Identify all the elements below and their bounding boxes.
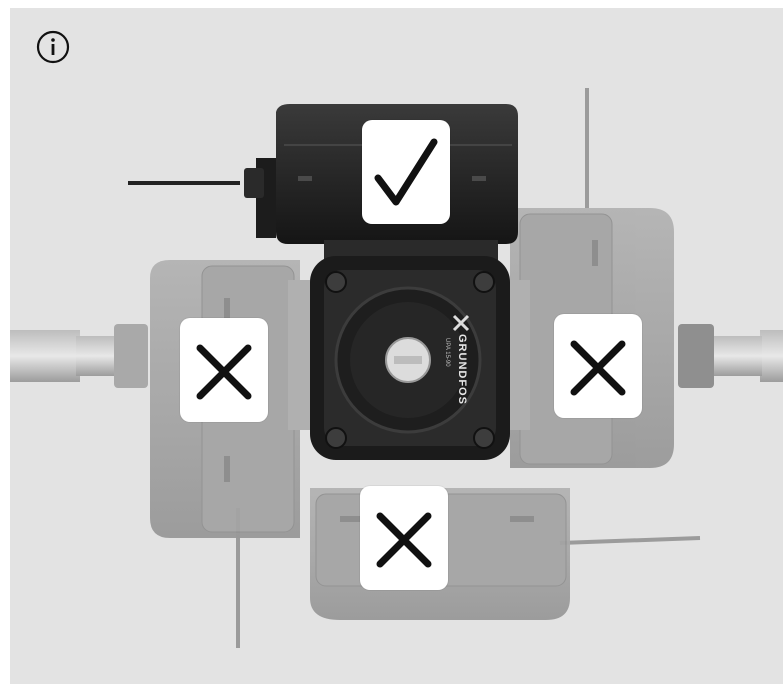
model-label: UPA 15-90 <box>444 338 450 367</box>
badge-left-wrong <box>180 318 268 422</box>
checkmark-icon <box>374 138 438 206</box>
cable-bottom-right <box>559 536 701 545</box>
badge-bottom-wrong <box>360 486 448 590</box>
cross-icon <box>376 512 432 568</box>
cross-icon <box>570 340 626 396</box>
cross-icon <box>196 344 252 400</box>
brand-label: GRUNDFOS <box>456 334 468 405</box>
pipe-right <box>678 324 783 388</box>
badge-top-correct <box>362 120 450 224</box>
pump-body <box>310 256 510 460</box>
figure-panel: GRUNDFOS UPA 15-90 <box>10 8 783 684</box>
info-icon[interactable] <box>36 30 70 64</box>
pipe-left <box>10 324 148 388</box>
badge-right-wrong <box>554 314 642 418</box>
